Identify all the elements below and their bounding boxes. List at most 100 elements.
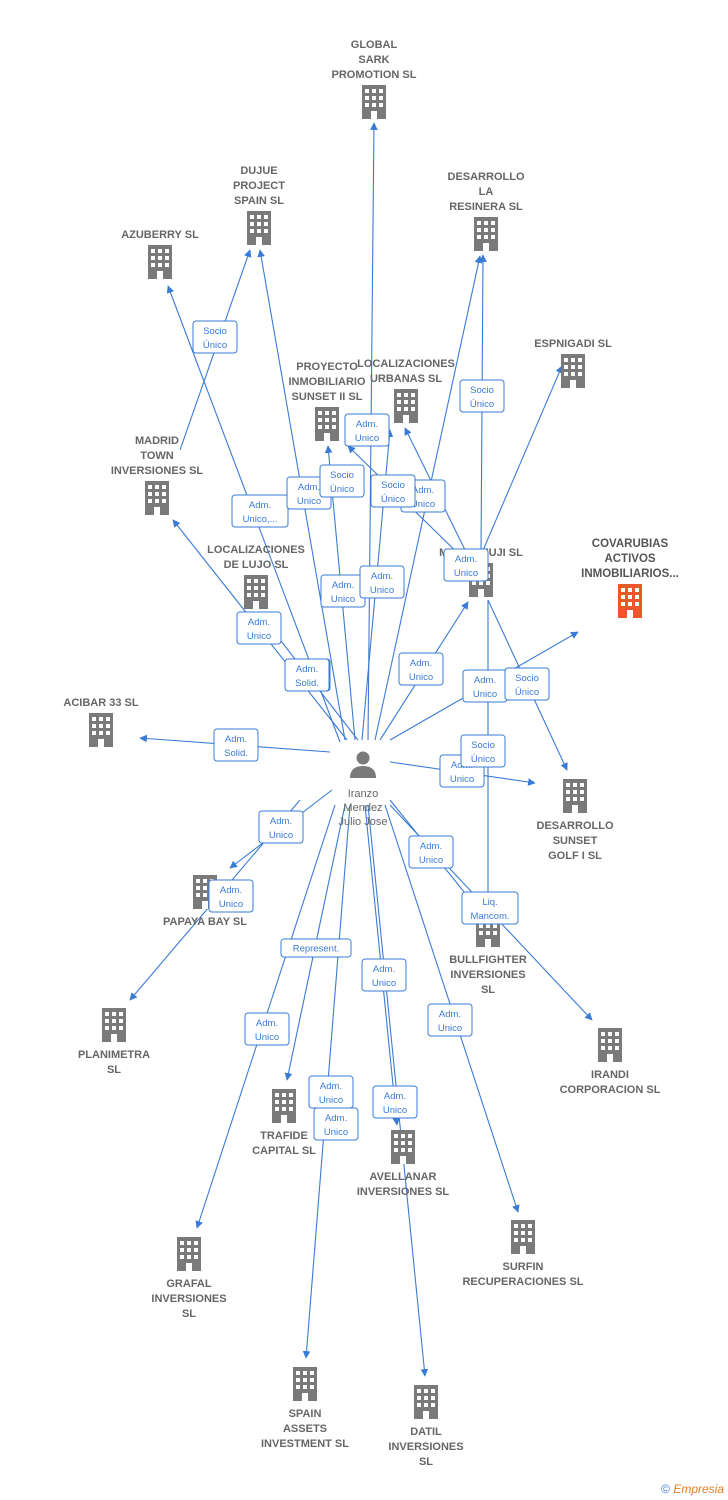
building-icon (474, 217, 498, 251)
company-name-line: AZUBERRY SL (121, 229, 199, 241)
company-name-line: RESINERA SL (449, 201, 523, 213)
relation-edge-montefuji-espnigadi (480, 365, 563, 556)
relation-label-text: Unico (324, 1127, 348, 1138)
relation-label[interactable]: Adm.Unico (236, 611, 282, 645)
relation-label-box (244, 1012, 290, 1046)
relation-label[interactable]: Adm.Unico (398, 652, 444, 686)
company-name-line: INVERSIONES (450, 969, 525, 981)
company-node-acibar[interactable]: ACIBAR 33 SL (63, 697, 139, 747)
company-name-line: ACTIVOS (604, 553, 655, 565)
relation-label-box (370, 474, 416, 508)
relation-label[interactable]: Adm.Unico,... (231, 494, 289, 528)
relation-label-text: Socio (203, 326, 227, 337)
company-name-line: SARK (358, 54, 389, 66)
person-name-line: Julio Jose (339, 816, 388, 828)
relation-label-text: Unico (454, 568, 478, 579)
relation-label[interactable]: Adm.Unico (320, 574, 366, 608)
company-name-line: LOCALIZACIONES (207, 544, 305, 556)
relation-label-text: Adm. (220, 885, 242, 896)
relation-label[interactable]: Adm.Unico (308, 1075, 354, 1109)
relation-label[interactable]: Represent. (280, 938, 352, 958)
relation-label[interactable]: Adm.Unico (372, 1085, 418, 1119)
relation-label[interactable]: Adm.Unico (244, 1012, 290, 1046)
relation-label[interactable]: Adm.Solid. (213, 728, 259, 762)
relation-label[interactable]: Adm.Unico (208, 879, 254, 913)
relation-label[interactable]: Adm.Unico (258, 810, 304, 844)
relation-label-text: Socio (471, 740, 495, 751)
relation-label[interactable]: Adm.Unico (359, 565, 405, 599)
relation-label[interactable]: Adm.Unico (427, 1003, 473, 1037)
relation-label[interactable]: Adm.Unico (462, 669, 508, 703)
relation-label-text: Liq. (482, 897, 497, 908)
building-icon (244, 575, 268, 609)
building-icon (391, 1130, 415, 1164)
relation-label-text: Adm. (248, 617, 270, 628)
company-name-line: SL (182, 1308, 196, 1320)
company-name-line: SURFIN (503, 1261, 544, 1273)
relation-label[interactable]: Adm.Unico (344, 413, 390, 447)
company-name-line: GOLF I SL (548, 850, 602, 862)
company-name-line: COVARUBIAS (592, 538, 669, 550)
relation-label-box (443, 548, 489, 582)
building-icon (315, 407, 339, 441)
building-icon (561, 354, 585, 388)
company-name-line: BULLFIGHTER (449, 954, 527, 966)
relation-label[interactable]: Adm.Unico (408, 835, 454, 869)
company-node-papaya[interactable]: PAPAYA BAY SL (163, 875, 247, 928)
relation-label-text: Mancom. (470, 911, 509, 922)
relation-label-box (284, 658, 330, 692)
relation-label-text: Adm. (256, 1018, 278, 1029)
company-node-surfin[interactable]: SURFIN RECUPERACIONES SL (462, 1220, 584, 1288)
company-node-espnigadi[interactable]: ESPNIGADI SL (534, 338, 612, 388)
relation-label[interactable]: Adm.Unico (313, 1107, 359, 1141)
company-node-azuberry[interactable]: AZUBERRY SL (121, 229, 199, 279)
relation-label-box (504, 667, 550, 701)
company-node-covarrubias[interactable]: COVARUBIASACTIVOSINMOBILIARIOS... (581, 538, 679, 618)
relation-label[interactable]: Adm.Unico (443, 548, 489, 582)
relation-label[interactable]: Adm.Solid. (284, 658, 330, 692)
relation-label-box (372, 1085, 418, 1119)
relation-label-box (398, 652, 444, 686)
relation-label-text: Único (471, 754, 495, 765)
relation-label-text: Unico (331, 594, 355, 605)
relation-label-text: Adm. (320, 1081, 342, 1092)
relation-label[interactable]: Adm.Unico (361, 958, 407, 992)
person-name-line: Iranzo (348, 788, 379, 800)
relation-label-box (361, 958, 407, 992)
relation-label-text: Adm. (412, 485, 434, 496)
building-icon (272, 1089, 296, 1123)
company-name-line: ESPNIGADI SL (534, 338, 612, 350)
relation-label-text: Solid. (295, 678, 319, 689)
company-name-line: RECUPERACIONES SL (462, 1276, 583, 1288)
building-icon (293, 1367, 317, 1401)
footer-brand[interactable]: © Empresia (661, 1482, 724, 1496)
company-name-line: GRAFAL (166, 1278, 212, 1290)
company-name-line: SUNSET II SL (292, 391, 363, 403)
relation-labels-layer: Adm.UnicoSocioÚnicoAdm.Unico,...Adm.Unic… (192, 320, 550, 1141)
relation-label-text: Unico (450, 774, 474, 785)
relation-label[interactable]: Liq. Mancom. (461, 891, 519, 925)
